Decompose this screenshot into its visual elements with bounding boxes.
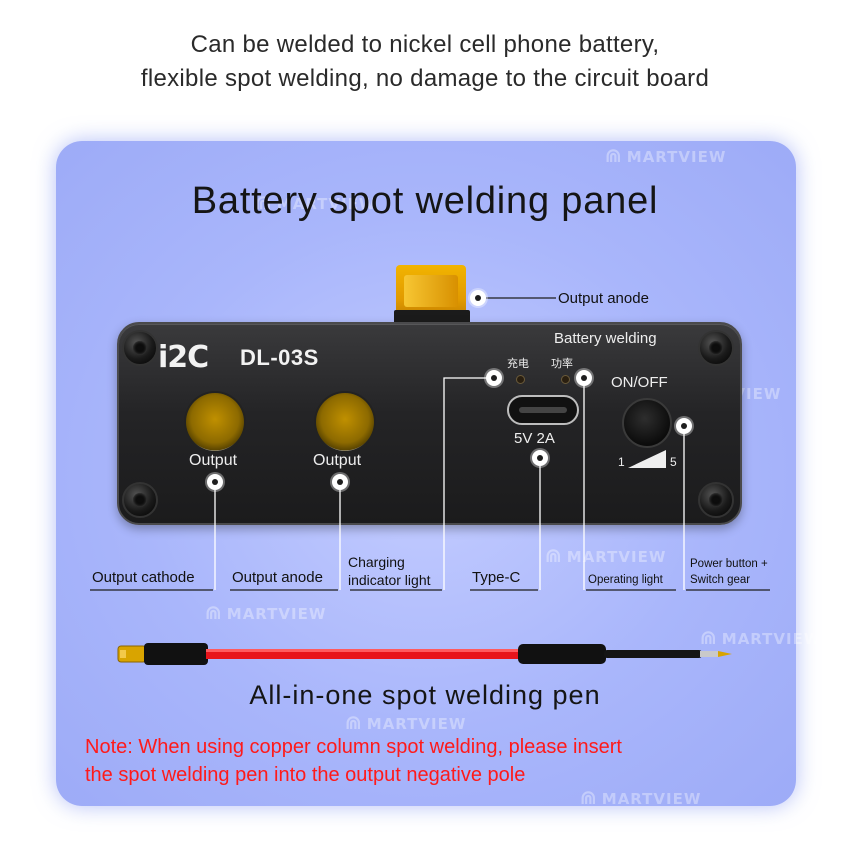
model-label: DL-03S [240,345,319,370]
watermark: ⋒MARTVIEW [700,625,822,649]
callout-output-cathode: Output cathode [92,569,195,586]
note-text: Note: When using copper column spot weld… [85,733,622,789]
watermark: ⋒MARTVIEW [205,600,327,624]
watermark: ⋒MARTVIEW [255,190,377,214]
watermark: ⋒MARTVIEW [580,785,702,809]
output-anode-socket [316,393,374,451]
callout-marker [332,474,348,490]
gear-ramp-icon [628,450,666,468]
screw-icon [122,482,158,518]
screw-icon [698,482,734,518]
watermark: ⋒MARTVIEW [345,710,467,734]
typec-spec-label: 5V 2A [514,430,555,447]
charge-label-cn: 充电 [507,357,529,370]
note-line-1: Note: When using copper column spot weld… [85,736,622,758]
socket-right-label: Output [313,452,362,469]
gear-max-label: 5 [670,455,677,469]
charging-indicator-led [516,375,525,384]
callout-marker [576,370,592,386]
operating-indicator-led [561,375,570,384]
watermark: ⋒MARTVIEW [605,143,727,167]
callout-power-line1: Power button + [690,558,768,570]
note-line-2: the spot welding pen into the output neg… [85,764,526,786]
onoff-label: ON/OFF [611,374,668,391]
callout-marker [207,474,223,490]
callout-marker [676,418,692,434]
callout-operating-light: Operating light [588,574,663,586]
headline-line-1: Can be welded to nickel cell phone batte… [190,31,660,58]
socket-left-label: Output [189,452,238,469]
callout-charging-line1: Charging [348,554,405,570]
brand-logo: i2C [158,340,209,375]
power-label-cn: 功率 [551,357,573,370]
screw-icon [122,330,158,366]
callout-charging-line2: indicator light [348,572,431,588]
power-knob[interactable] [622,398,672,448]
panel-title: Battery spot welding panel [191,180,659,222]
gear-min-label: 1 [618,455,625,469]
callout-marker [486,370,502,386]
callout-power-line2: Switch gear [690,574,751,586]
headline-line-2: flexible spot welding, no damage to the … [140,65,710,92]
callout-output-anode: Output anode [232,569,323,586]
output-cathode-socket [186,393,244,451]
battery-welding-label: Battery welding [554,330,657,347]
callout-output-anode-top: Output anode [558,290,649,307]
pen-title: All-in-one spot welding pen [249,680,601,710]
callout-marker [470,290,486,306]
screw-icon [698,330,734,366]
callout-marker [532,450,548,466]
watermark: ⋒MARTVIEW [545,543,667,567]
type-c-port [507,395,579,425]
callout-type-c: Type-C [472,569,521,586]
